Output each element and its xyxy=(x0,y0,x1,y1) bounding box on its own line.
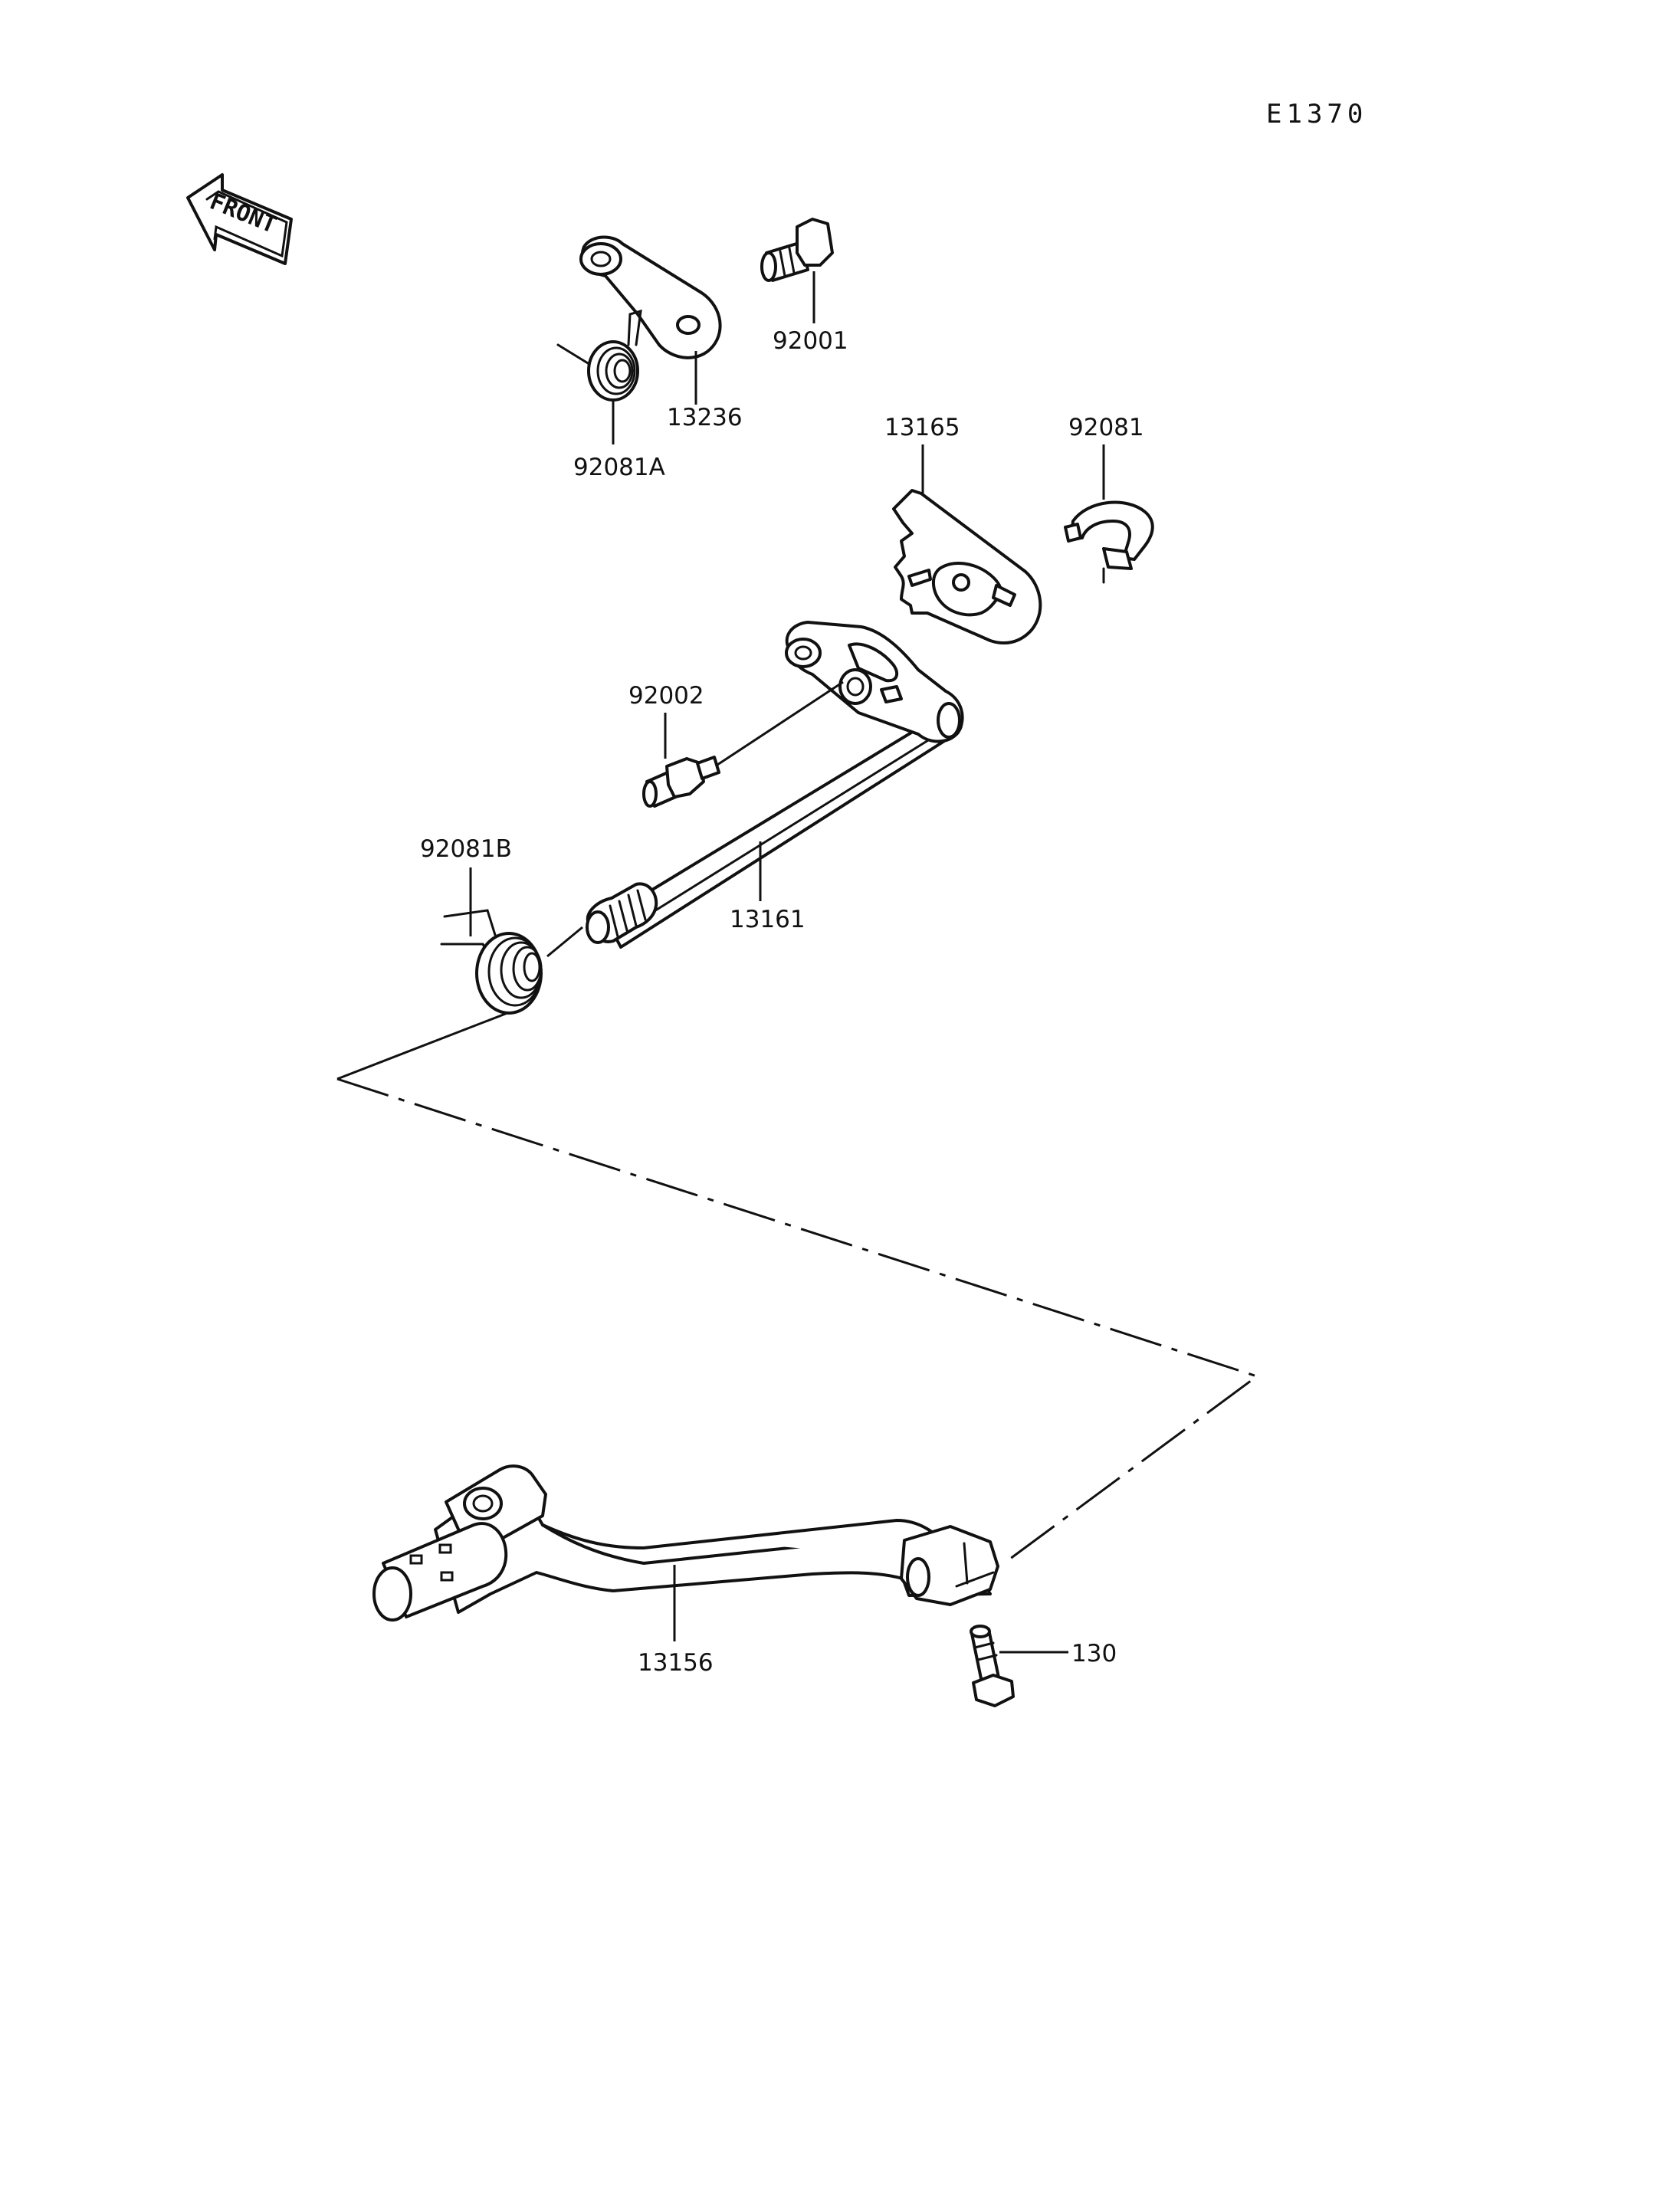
arm-bracket-13236 xyxy=(579,235,722,359)
front-arrow-icon: FRONT xyxy=(186,173,293,265)
stopper-plate-13165 xyxy=(892,489,1042,644)
label-92081: 92081 xyxy=(1068,414,1144,441)
clip-92081 xyxy=(1064,500,1154,584)
bolt-130 xyxy=(970,1625,1015,1707)
diagram-code: E1370 xyxy=(1266,99,1367,130)
label-13236: 13236 xyxy=(667,404,743,431)
label-13165: 13165 xyxy=(884,414,960,441)
label-92081B: 92081B xyxy=(420,835,512,863)
label-92001: 92001 xyxy=(773,327,848,355)
spring-align-line xyxy=(546,926,583,958)
label-92081A: 92081A xyxy=(573,454,665,481)
shift-pedal-13156 xyxy=(372,1464,999,1622)
stud-bolt-92002 xyxy=(642,756,720,808)
spring-92081A xyxy=(556,309,642,402)
leader-92002-align xyxy=(717,680,844,766)
bolt-92001 xyxy=(760,218,834,282)
label-13156: 13156 xyxy=(638,1649,714,1677)
label-13161: 13161 xyxy=(730,906,806,933)
shift-shaft-13161 xyxy=(586,621,964,949)
assembly-line-b xyxy=(336,1077,1260,1565)
spring-92081B xyxy=(440,909,543,1015)
assembly-line-a xyxy=(336,1012,508,1080)
label-92002: 92002 xyxy=(628,682,704,710)
label-130: 130 xyxy=(1071,1640,1117,1667)
